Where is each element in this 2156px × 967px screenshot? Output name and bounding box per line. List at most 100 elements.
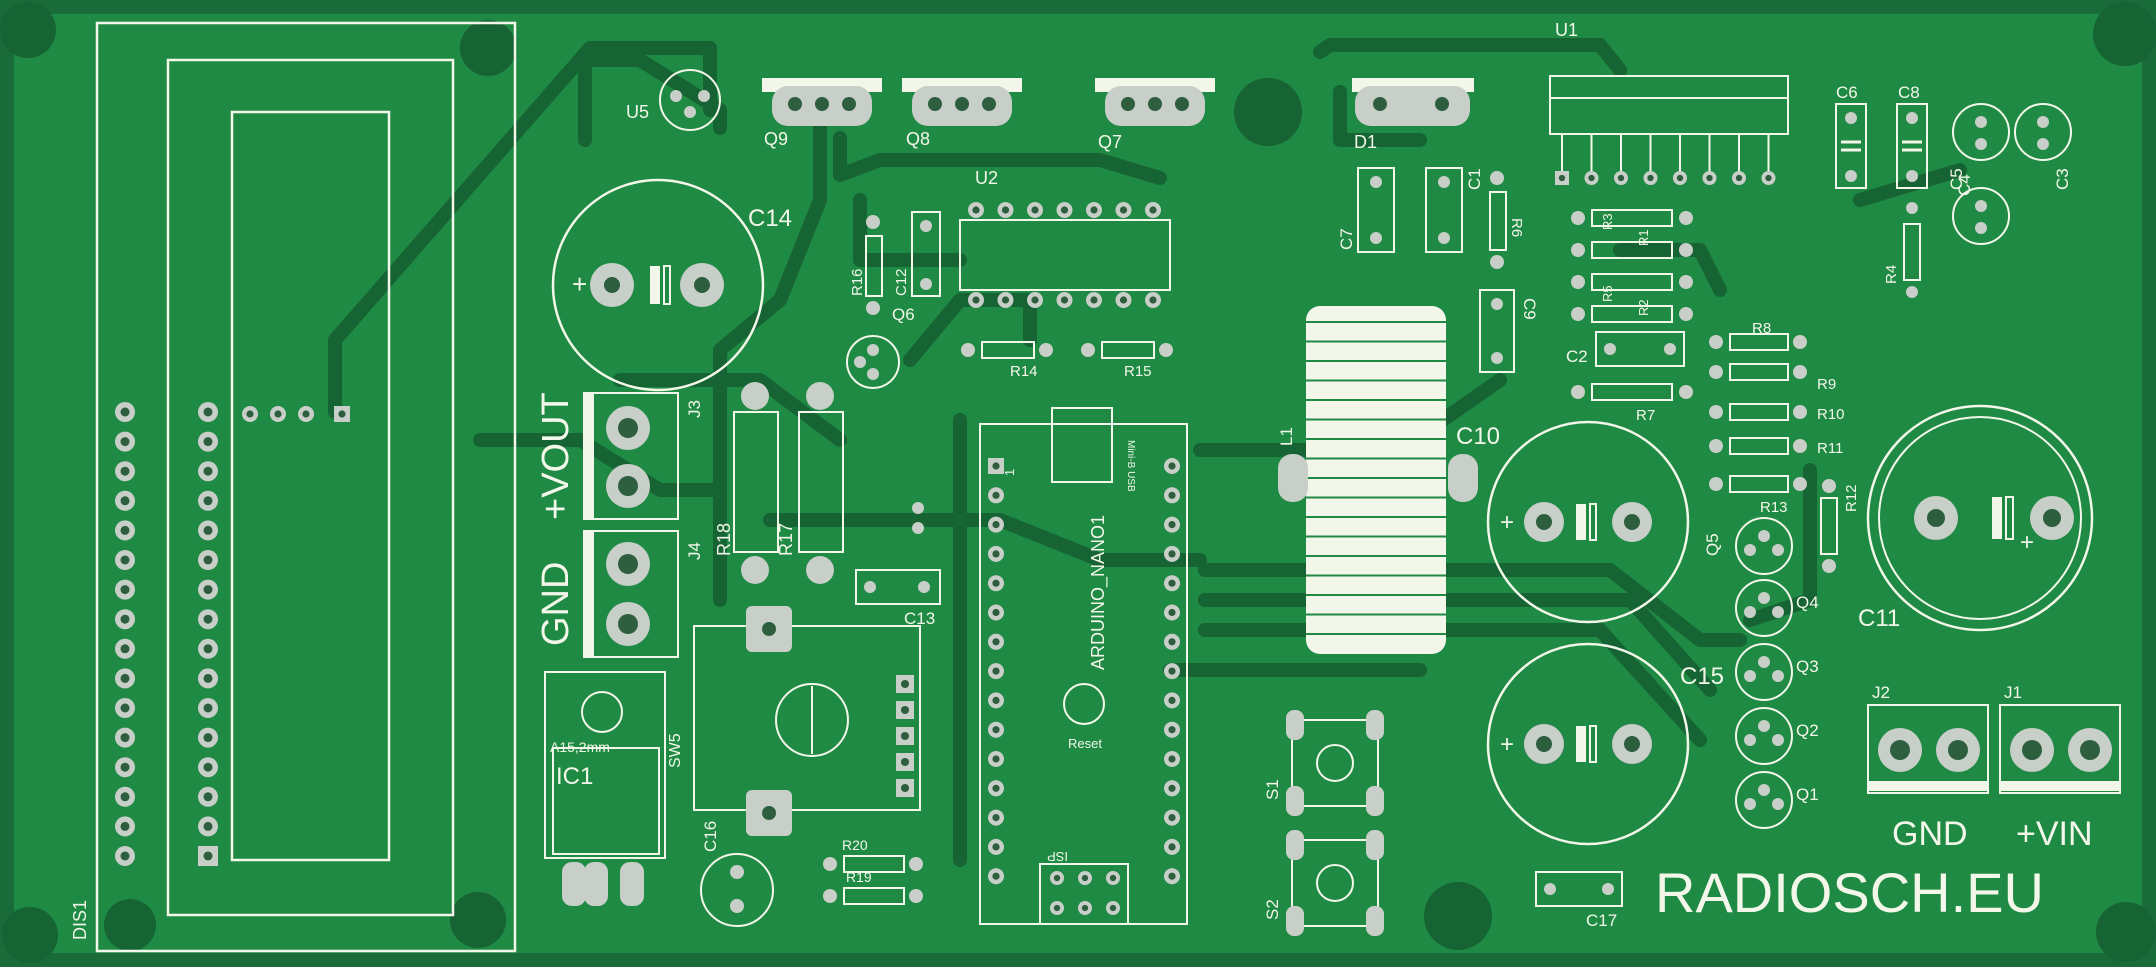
- label-q4: Q4: [1796, 593, 1819, 612]
- capacitor-c17: C17: [1535, 871, 1623, 930]
- label-sw5: SW5: [667, 733, 684, 768]
- u2-pad-hole: [972, 206, 980, 214]
- label-u5: U5: [626, 102, 649, 122]
- transistors-q1-q5: Q5 Q4 Q3 Q2 Q1: [1703, 517, 1819, 829]
- label-dis1: DIS1: [70, 900, 90, 940]
- nano-pad-hole: [1168, 579, 1176, 587]
- label-c11: C11: [1858, 605, 1900, 632]
- u2-pins: [968, 202, 1161, 308]
- display-pad-hole: [203, 555, 213, 565]
- display-pad-hole: [203, 792, 213, 802]
- label-q3: Q3: [1796, 657, 1819, 676]
- label-r16: R16: [849, 268, 866, 296]
- display-pad-hole: [203, 407, 213, 417]
- u2-pad-hole: [1060, 206, 1069, 214]
- u2-pad-hole: [1001, 206, 1010, 214]
- svg-text:+: +: [1500, 509, 1514, 536]
- sw5-pins: [896, 675, 914, 797]
- label-r2: R2: [1636, 299, 1651, 316]
- nano-pad-hole: [1168, 521, 1176, 529]
- label-q8: Q8: [906, 129, 930, 149]
- label-c8: C8: [1898, 83, 1920, 102]
- encoder-sw5: SW5: [667, 606, 921, 836]
- label-r18: R18: [714, 523, 734, 556]
- display-pad-hole: [338, 410, 346, 418]
- nano-pad-hole: [1168, 872, 1176, 880]
- sw5-pad-hole: [900, 731, 910, 741]
- terminal-j3-j4: J3 J4 +VOUT GND: [535, 392, 704, 658]
- nano-pad-hole: [1168, 491, 1176, 499]
- label-r4: R4: [1883, 265, 1900, 284]
- display-pad-hole: [203, 525, 213, 535]
- nano-pad-hole: [1168, 784, 1176, 792]
- label-j3: J3: [685, 400, 704, 418]
- display-pad-hole: [203, 673, 213, 683]
- label-c13: C13: [904, 609, 935, 628]
- nano-pad-hole: [992, 491, 1000, 499]
- label-mini-usb: Mini-B USB: [1125, 440, 1136, 492]
- label-j1: J1: [2004, 683, 2022, 702]
- label-q6: Q6: [892, 305, 915, 324]
- u2-pad-hole: [1031, 296, 1039, 304]
- label-r5: R5: [1600, 285, 1615, 302]
- label-q5: Q5: [1703, 533, 1722, 556]
- label-vin: +VIN: [2016, 815, 2093, 853]
- capacitor-c14: + C14: [551, 178, 792, 392]
- u1-pad-hole: [1558, 174, 1566, 182]
- label-c3: C3: [2053, 168, 2072, 190]
- isp-pad-hole: [1081, 904, 1089, 912]
- nano-pad-hole: [1168, 550, 1176, 558]
- u5-regulator: U5: [626, 69, 721, 131]
- label-c15: C15: [1680, 663, 1724, 690]
- inductor-l1: L1 C10: [1277, 306, 1500, 654]
- display-pad-hole: [120, 496, 130, 506]
- display-pad-hole: [246, 410, 254, 418]
- svg-text:+: +: [1500, 731, 1514, 758]
- nano-pad-hole: [992, 843, 1000, 851]
- label-gnd-left: GND: [535, 562, 577, 646]
- label-c12: C12: [893, 268, 910, 296]
- resistor-bank-center: R3 R1 R5 R2 C2 R7: [1566, 209, 1693, 424]
- display-pad-hole: [203, 644, 213, 654]
- resistor-bank-right: R8 R9 R10 R11 R13 R12: [1709, 320, 1860, 573]
- capacitor-c13: C13: [855, 569, 941, 628]
- label-isp: ISP: [1047, 849, 1068, 864]
- label-r19: R19: [846, 869, 872, 885]
- display-pad-hole: [203, 466, 213, 476]
- to220-packages: Q9 Q8 Q7 D1: [762, 78, 1474, 152]
- nano-pad-hole: [1168, 696, 1176, 705]
- nano-pad-hole: [992, 638, 1000, 646]
- label-r9: R9: [1817, 376, 1836, 393]
- label-r20: R20: [842, 837, 868, 853]
- nano-pad-hole: [1168, 462, 1176, 470]
- nano-pad-hole: [992, 550, 1000, 558]
- label-c7: C7: [1337, 228, 1356, 250]
- isp-pad-hole: [1109, 904, 1117, 912]
- display-pad-hole: [203, 496, 213, 506]
- label-pin1: 1: [1002, 469, 1017, 476]
- nano-pad-hole: [992, 579, 1000, 587]
- display-pin-header: [115, 402, 350, 866]
- label-r17: R17: [776, 523, 796, 556]
- display-pad-hole: [203, 437, 213, 447]
- u2-pad-hole: [1119, 296, 1128, 304]
- display-pad-hole: [120, 644, 130, 654]
- nano-pad-hole: [992, 755, 1000, 763]
- label-c10: C10: [1456, 423, 1500, 450]
- nano-pad-hole: [1168, 814, 1176, 822]
- label-r6: R6: [1508, 218, 1525, 237]
- sw5-pad-hole: [900, 783, 910, 793]
- arduino-nano: Mini-B USB 1 ARDUINO_NANO1 Reset ISP: [979, 407, 1188, 925]
- display-pad-hole: [120, 525, 130, 535]
- u1-pad-hole: [1676, 174, 1684, 182]
- u2-pad-hole: [1119, 206, 1128, 214]
- u2-pad-hole: [1149, 206, 1157, 214]
- display-pad-hole: [120, 821, 130, 831]
- push-buttons: S1 S2: [1263, 710, 1384, 936]
- label-r8: R8: [1752, 320, 1771, 337]
- display-pad-hole: [120, 555, 130, 565]
- nano-pad-hole: [992, 784, 1000, 792]
- display-pad-hole: [120, 614, 130, 624]
- u1-pad-hole: [1706, 174, 1713, 182]
- u1-pins: [1555, 134, 1776, 185]
